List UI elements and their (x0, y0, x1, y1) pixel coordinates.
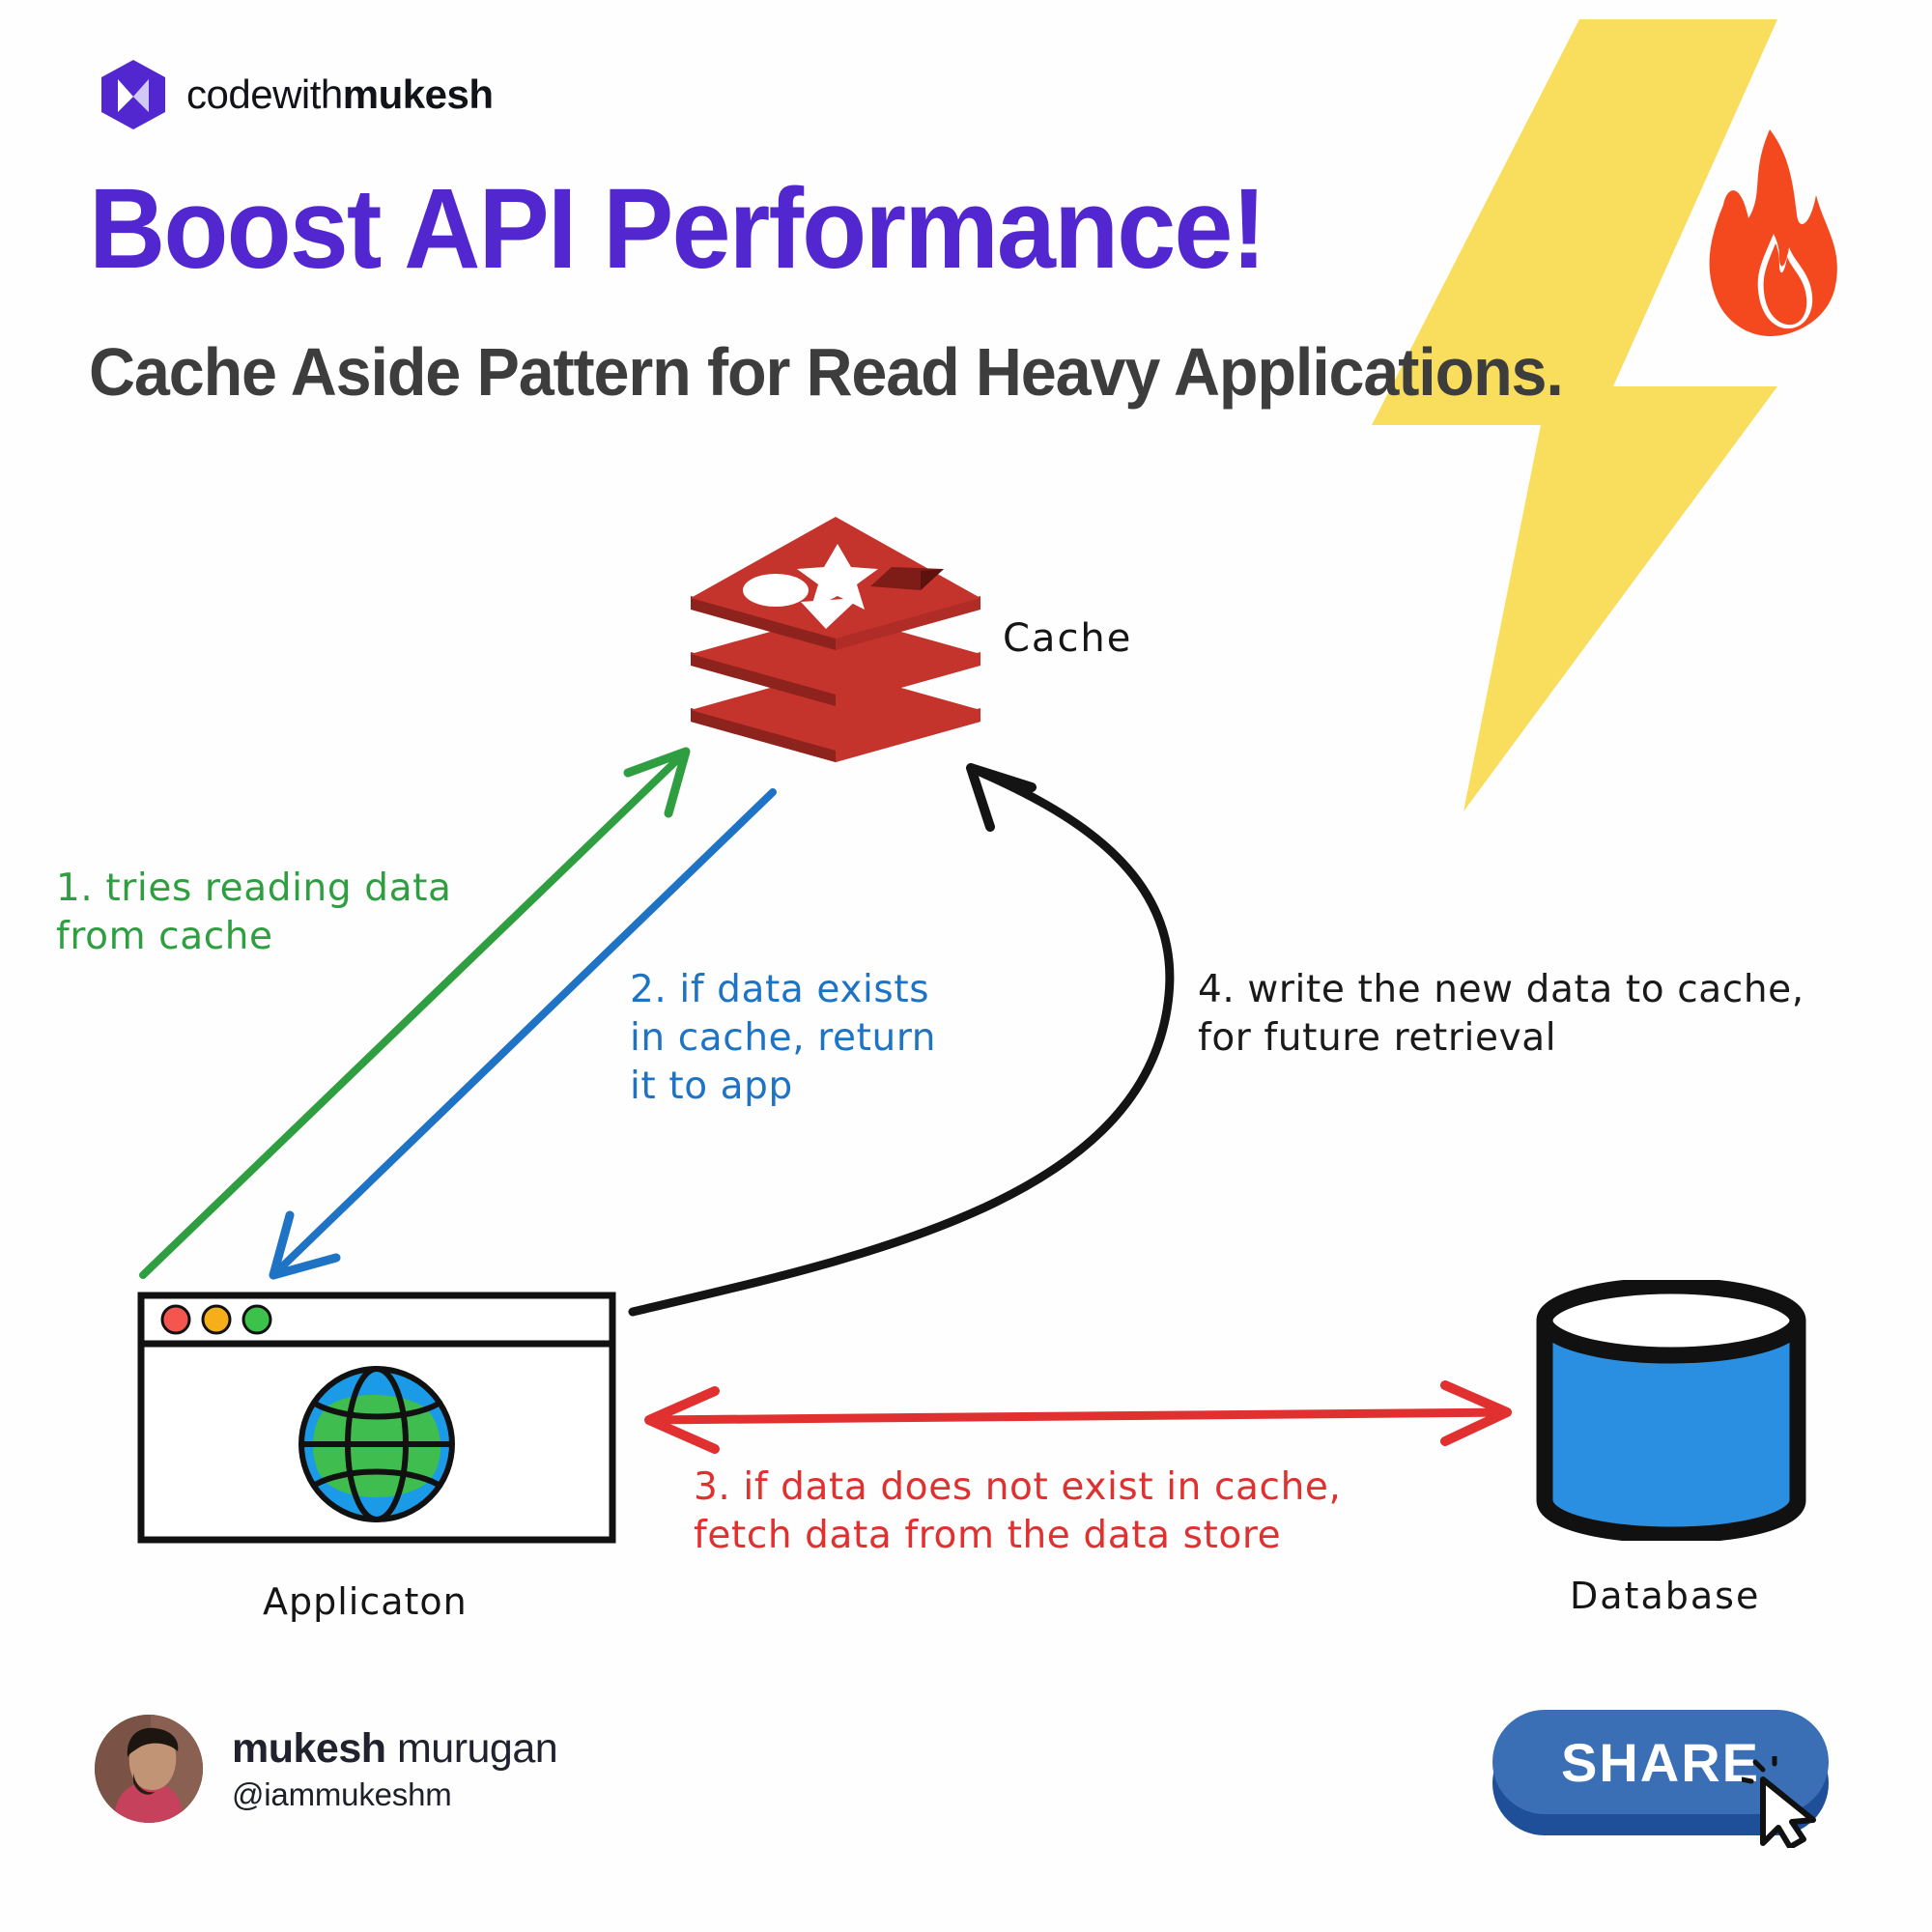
author-first-name: mukesh (232, 1724, 386, 1772)
cache-node-label: Cache (1003, 616, 1133, 661)
brand-name-bold: mukesh (342, 71, 494, 117)
application-node-label: Applicaton (263, 1580, 468, 1623)
author-handle: @iammukeshm (232, 1776, 452, 1812)
redis-stack-icon (691, 517, 980, 762)
brand-name: codewithmukesh (186, 71, 494, 118)
step-2-note: 2. if data exists in cache, return it to… (630, 968, 937, 1108)
step-1-note: 1. tries reading data from cache (56, 867, 452, 958)
hexagon-m-logo-icon (101, 60, 165, 129)
browser-window-globe-icon (137, 1292, 616, 1544)
profile-photo-avatar (95, 1715, 203, 1823)
brand-name-light: codewith (186, 71, 343, 117)
lightning-bolt-icon (1372, 19, 1777, 811)
arrow-step-1 (139, 747, 691, 1279)
avatar (95, 1715, 203, 1823)
step-3-note: 3. if data does not exist in cache, fetc… (694, 1465, 1342, 1557)
database-cylinder-icon (1536, 1280, 1806, 1541)
author-name: mukesh murugan (232, 1724, 558, 1773)
mouse-pointer-click-icon (1742, 1756, 1816, 1848)
share-button-group: SHARE (1492, 1710, 1855, 1848)
author-block: mukesh murugan @iammukeshm (95, 1715, 558, 1823)
author-text: mukesh murugan @iammukeshm (232, 1724, 558, 1813)
step-4-note: 4. write the new data to cache, for futu… (1198, 968, 1804, 1060)
page-title: Boost API Performance! (89, 165, 1266, 293)
flame-icon (1709, 129, 1837, 336)
arrow-step-3 (644, 1380, 1512, 1454)
database-node-label: Database (1570, 1575, 1761, 1617)
brand-logo: codewithmukesh (101, 60, 494, 129)
author-last-name: murugan (396, 1724, 558, 1772)
page-subtitle: Cache Aside Pattern for Read Heavy Appli… (89, 334, 1564, 410)
